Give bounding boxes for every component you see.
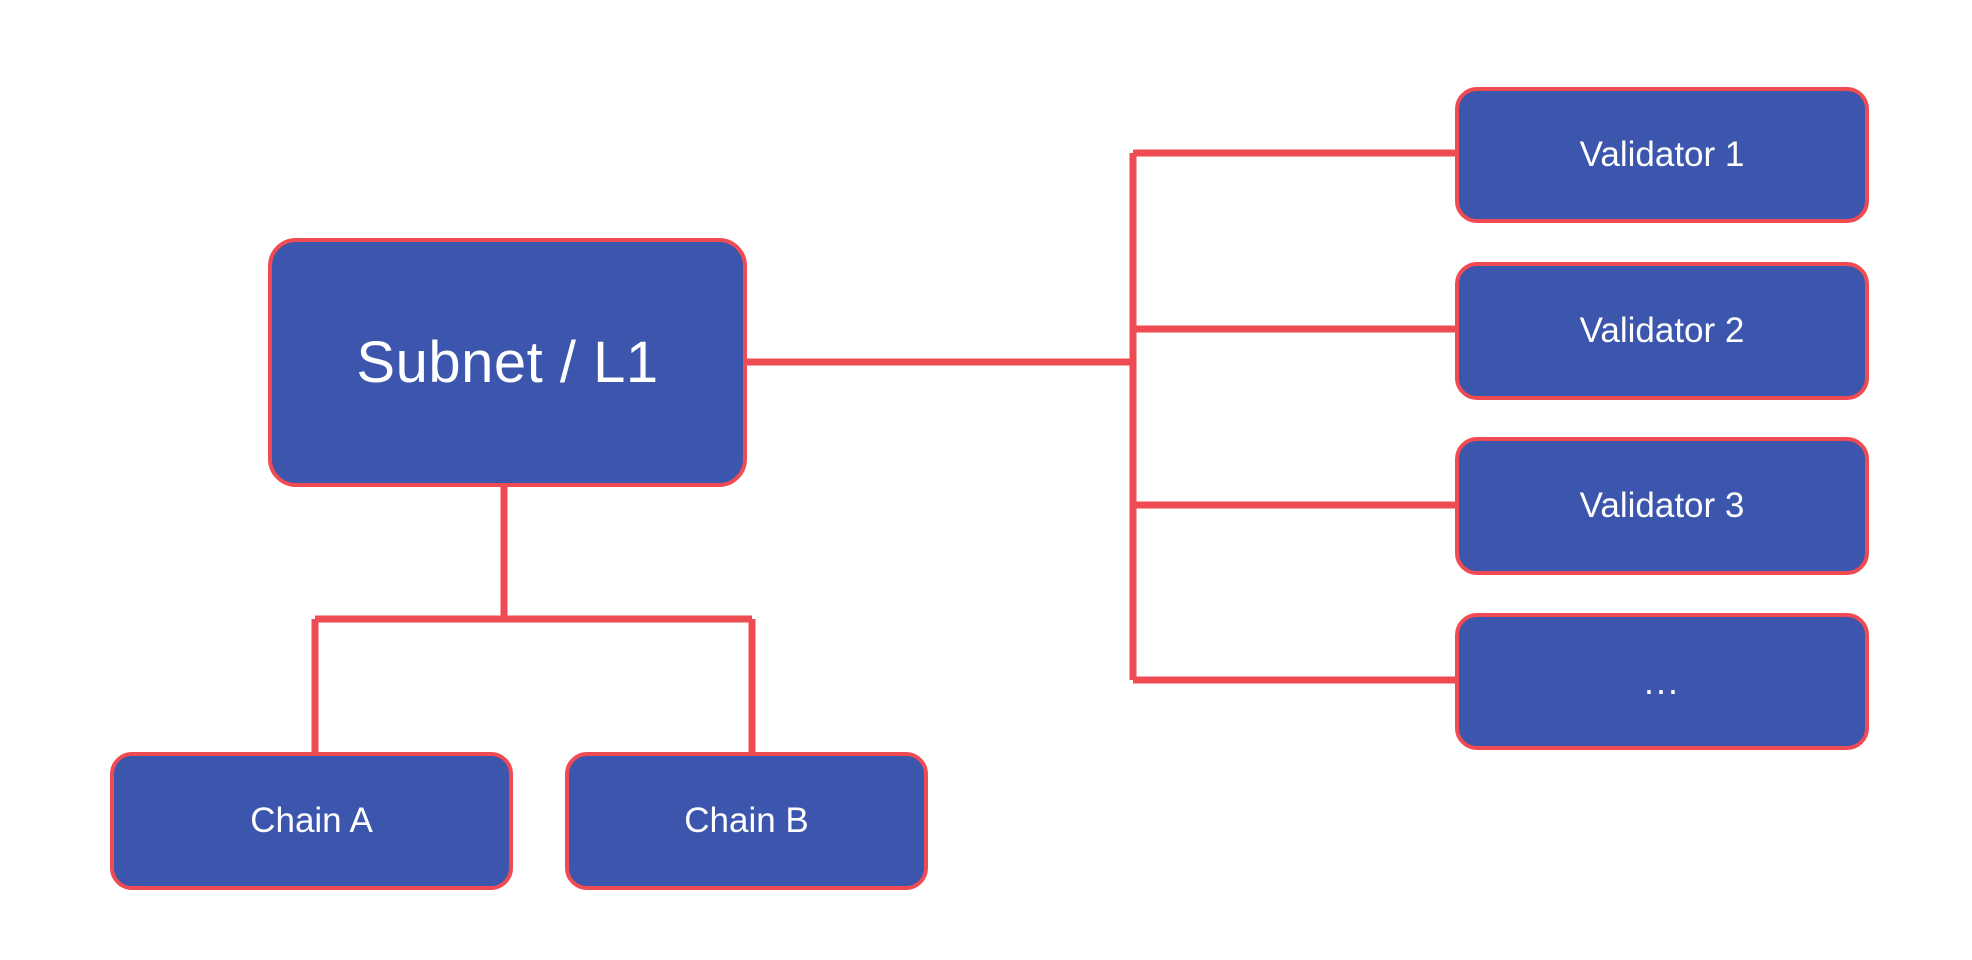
node-chain-a-label: Chain A bbox=[250, 800, 373, 840]
node-chain-b[interactable]: Chain B bbox=[565, 752, 928, 890]
node-validator-more[interactable]: ... bbox=[1455, 613, 1869, 750]
node-validator-1[interactable]: Validator 1 bbox=[1455, 87, 1869, 223]
node-subnet-l1-label: Subnet / L1 bbox=[356, 329, 659, 395]
node-validator-more-label: ... bbox=[1643, 660, 1680, 702]
node-validator-3-label: Validator 3 bbox=[1579, 485, 1745, 525]
node-validator-2-label: Validator 2 bbox=[1579, 310, 1745, 350]
node-validator-2[interactable]: Validator 2 bbox=[1455, 262, 1869, 400]
node-chain-a[interactable]: Chain A bbox=[110, 752, 513, 890]
node-chain-b-label: Chain B bbox=[684, 800, 809, 840]
node-validator-1-label: Validator 1 bbox=[1579, 134, 1745, 174]
node-validator-3[interactable]: Validator 3 bbox=[1455, 437, 1869, 575]
node-subnet-l1[interactable]: Subnet / L1 bbox=[268, 238, 747, 487]
